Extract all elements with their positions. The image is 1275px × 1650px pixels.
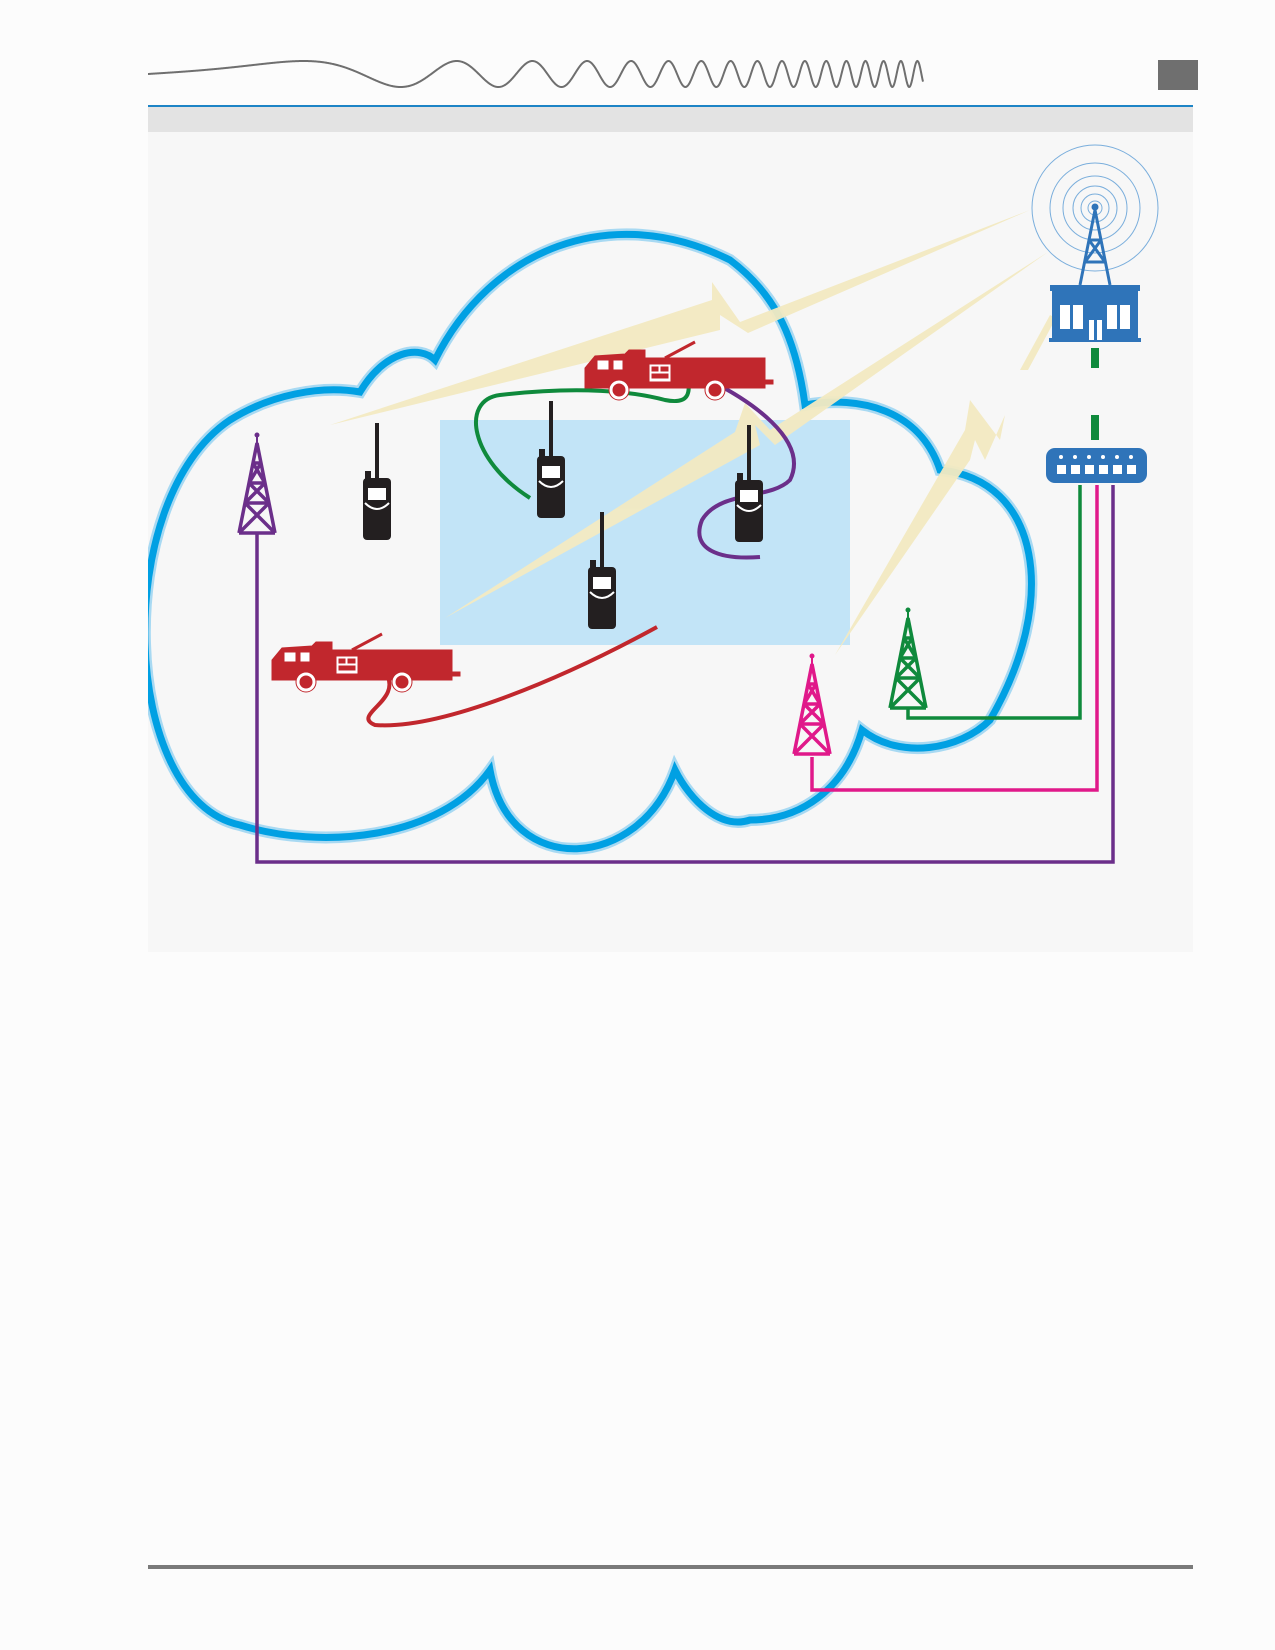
tower-magenta-icon xyxy=(792,652,832,756)
dispatch-center-icon xyxy=(1031,144,1159,342)
radio-left-icon xyxy=(362,422,392,541)
link-green-radio xyxy=(474,377,691,500)
network-cloud xyxy=(148,228,1038,855)
fire-truck-bottom-icon xyxy=(270,632,462,694)
footer-rule xyxy=(148,1565,1193,1569)
link-red-radio xyxy=(366,625,658,728)
page-tab-marker xyxy=(1158,60,1198,90)
header-rule xyxy=(148,105,1193,107)
radio-center-top-icon xyxy=(536,400,566,519)
network-switch-icon xyxy=(1046,448,1147,483)
backhaul-green-link xyxy=(906,485,1082,720)
wireless-signal-beams xyxy=(330,210,1056,655)
tower-purple-icon xyxy=(237,431,277,535)
radio-network-diagram xyxy=(148,144,1159,864)
coverage-area xyxy=(440,420,850,645)
sine-wave-chirp-icon xyxy=(148,59,924,89)
backhaul-purple-link xyxy=(255,485,1115,864)
backhaul-magenta-link xyxy=(810,485,1099,792)
tower-green-icon xyxy=(888,606,928,710)
figure-caption-band xyxy=(148,107,1193,132)
